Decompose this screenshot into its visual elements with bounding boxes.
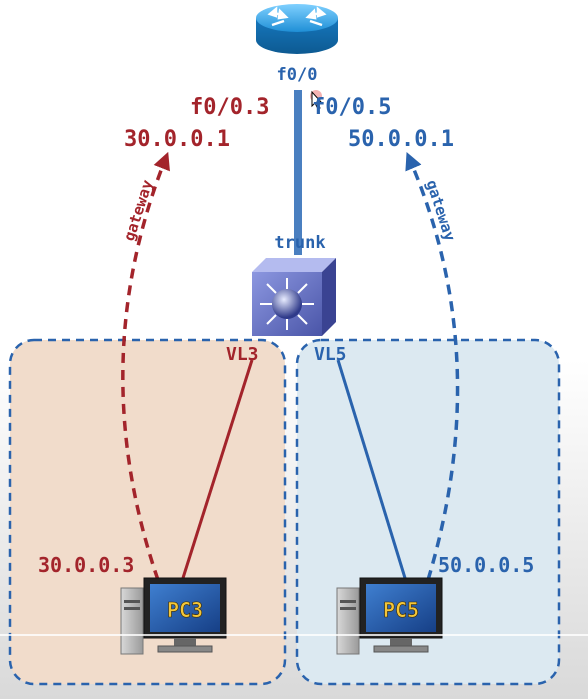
router-interface-label: f0/0 <box>277 65 318 85</box>
pc5-computer-icon[interactable] <box>336 577 443 655</box>
vlan5-label: VL5 <box>314 344 347 365</box>
vlan5-link <box>336 359 407 579</box>
gateway-arrow-left <box>121 151 170 581</box>
gateway-left-ip: 30.0.0.1 <box>124 127 230 152</box>
pc5-ip-label: 50.0.0.5 <box>438 553 534 577</box>
vlan3-label: VL3 <box>226 344 259 365</box>
trunk-label: trunk <box>274 233 325 253</box>
gateway-arrow-right <box>405 151 460 581</box>
subinterface-left-label: f0/0.3 <box>190 95 269 120</box>
vlan3-link <box>181 359 254 579</box>
pc3-ip-label: 30.0.0.3 <box>38 553 134 577</box>
pc3-computer-icon[interactable] <box>120 577 227 655</box>
pc3-name-label: PC3 <box>167 598 203 622</box>
router-icon[interactable] <box>256 4 338 54</box>
gateway-right-ip: 50.0.0.1 <box>348 127 454 152</box>
bottom-divider <box>0 634 588 636</box>
gateway-left-label: gateway <box>120 178 157 244</box>
pc5-name-label: PC5 <box>383 598 419 622</box>
subinterface-right-label: f0/0.5 <box>312 95 391 120</box>
switch-icon[interactable] <box>252 258 336 336</box>
mouse-cursor-icon <box>311 90 323 110</box>
trunk-link <box>294 90 302 255</box>
